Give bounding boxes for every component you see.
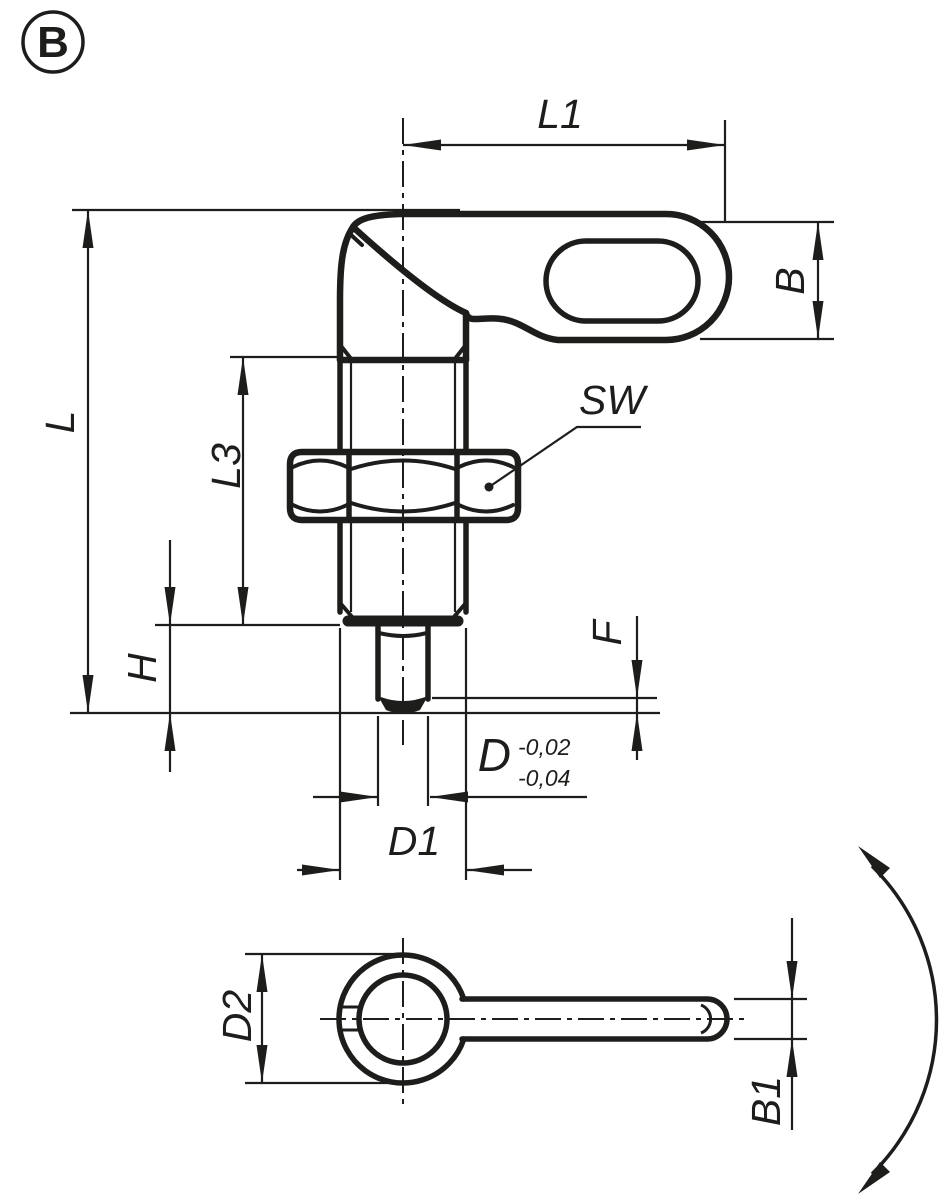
dim-d1: D1 xyxy=(297,628,532,880)
callout-sw: SW xyxy=(484,377,648,492)
part-front-view xyxy=(286,210,733,714)
dim-label-h: H xyxy=(119,653,165,683)
view-label-circle xyxy=(21,10,85,74)
dim-label-d-tol-upper: -0,02 xyxy=(518,734,571,760)
hex-nut-outline xyxy=(286,448,522,524)
arrowhead xyxy=(256,1045,268,1083)
dim-h: H xyxy=(119,540,176,772)
hex-nut-arc-left-bottom xyxy=(291,503,349,514)
dim-l1: L1 xyxy=(403,91,727,222)
dim-d: D -0,02 -0,04 xyxy=(313,716,587,806)
arrowhead xyxy=(302,864,340,876)
arrowhead xyxy=(812,222,824,260)
thread-top-chamfer-left xyxy=(339,344,354,362)
dim-label-d2: D2 xyxy=(214,990,260,1043)
arrowhead xyxy=(82,210,94,248)
hex-nut-arc-right-top xyxy=(457,458,515,469)
view-label-text: B xyxy=(37,18,69,67)
hex-nut-arc-right-bottom xyxy=(457,503,515,514)
rotation-arc xyxy=(870,864,939,1176)
dim-label-sw: SW xyxy=(579,377,648,423)
arrowhead xyxy=(164,587,176,625)
cam-edge-highlight xyxy=(348,232,364,247)
dim-label-b1: B1 xyxy=(743,1076,789,1126)
pin-top-fillet xyxy=(377,631,429,638)
handle-bar-end-arc xyxy=(700,1003,713,1035)
arrowhead xyxy=(237,357,249,395)
grip-slot xyxy=(543,238,701,324)
arrowhead xyxy=(786,1039,798,1077)
hex-nut-arc-left-top xyxy=(291,458,349,469)
dim-label-b: B xyxy=(767,267,813,294)
dim-l: L xyxy=(37,208,660,715)
dim-label-d-tol-lower: -0,04 xyxy=(518,765,570,791)
locking-pin xyxy=(375,624,431,714)
cam-edge xyxy=(349,223,470,317)
hex-nut xyxy=(286,448,522,524)
arrowhead xyxy=(340,791,378,803)
view-label-badge: B xyxy=(21,10,85,74)
handle-bar xyxy=(459,996,730,1042)
arrowhead xyxy=(631,713,643,751)
grip-ring-outer xyxy=(336,952,467,1086)
arrowhead xyxy=(82,675,94,713)
dim-l3: L3 xyxy=(155,355,340,627)
threaded-shaft xyxy=(336,344,470,627)
arrowhead xyxy=(164,713,176,751)
hex-nut-arc-center-bottom xyxy=(349,501,457,514)
rotation-arrow-icon xyxy=(858,846,939,1194)
pin-tip-chamfer xyxy=(378,696,428,714)
rotation-arrowhead-bottom xyxy=(858,1162,890,1194)
arrowhead xyxy=(430,791,468,803)
dim-b1: B1 xyxy=(734,918,807,1130)
dim-d2: D2 xyxy=(214,952,410,1085)
dim-label-f: F xyxy=(584,619,630,646)
dim-label-l3: L3 xyxy=(203,443,249,489)
arrowhead xyxy=(687,139,725,151)
dim-label-d1: D1 xyxy=(388,818,440,864)
dim-label-l1: L1 xyxy=(537,91,583,137)
arrowhead xyxy=(812,301,824,339)
dim-b: B xyxy=(697,220,834,341)
arrowhead xyxy=(631,660,643,698)
arrowhead xyxy=(403,139,441,151)
dim-label-d: D xyxy=(478,729,511,781)
head-grip-outline xyxy=(336,210,733,364)
arrowhead xyxy=(237,587,249,625)
dim-label-l: L xyxy=(37,411,83,434)
hex-nut-arc-center-top xyxy=(349,458,457,471)
arrowhead xyxy=(786,961,798,999)
dim-f: F xyxy=(432,616,657,760)
arrowhead xyxy=(256,954,268,992)
arrowhead xyxy=(466,864,504,876)
thread-top-chamfer-right xyxy=(452,344,467,362)
rotation-arrowhead-top xyxy=(858,846,890,878)
leader-line xyxy=(488,425,641,488)
grip-ring-inner xyxy=(356,972,450,1066)
part-bottom-view xyxy=(336,952,730,1086)
